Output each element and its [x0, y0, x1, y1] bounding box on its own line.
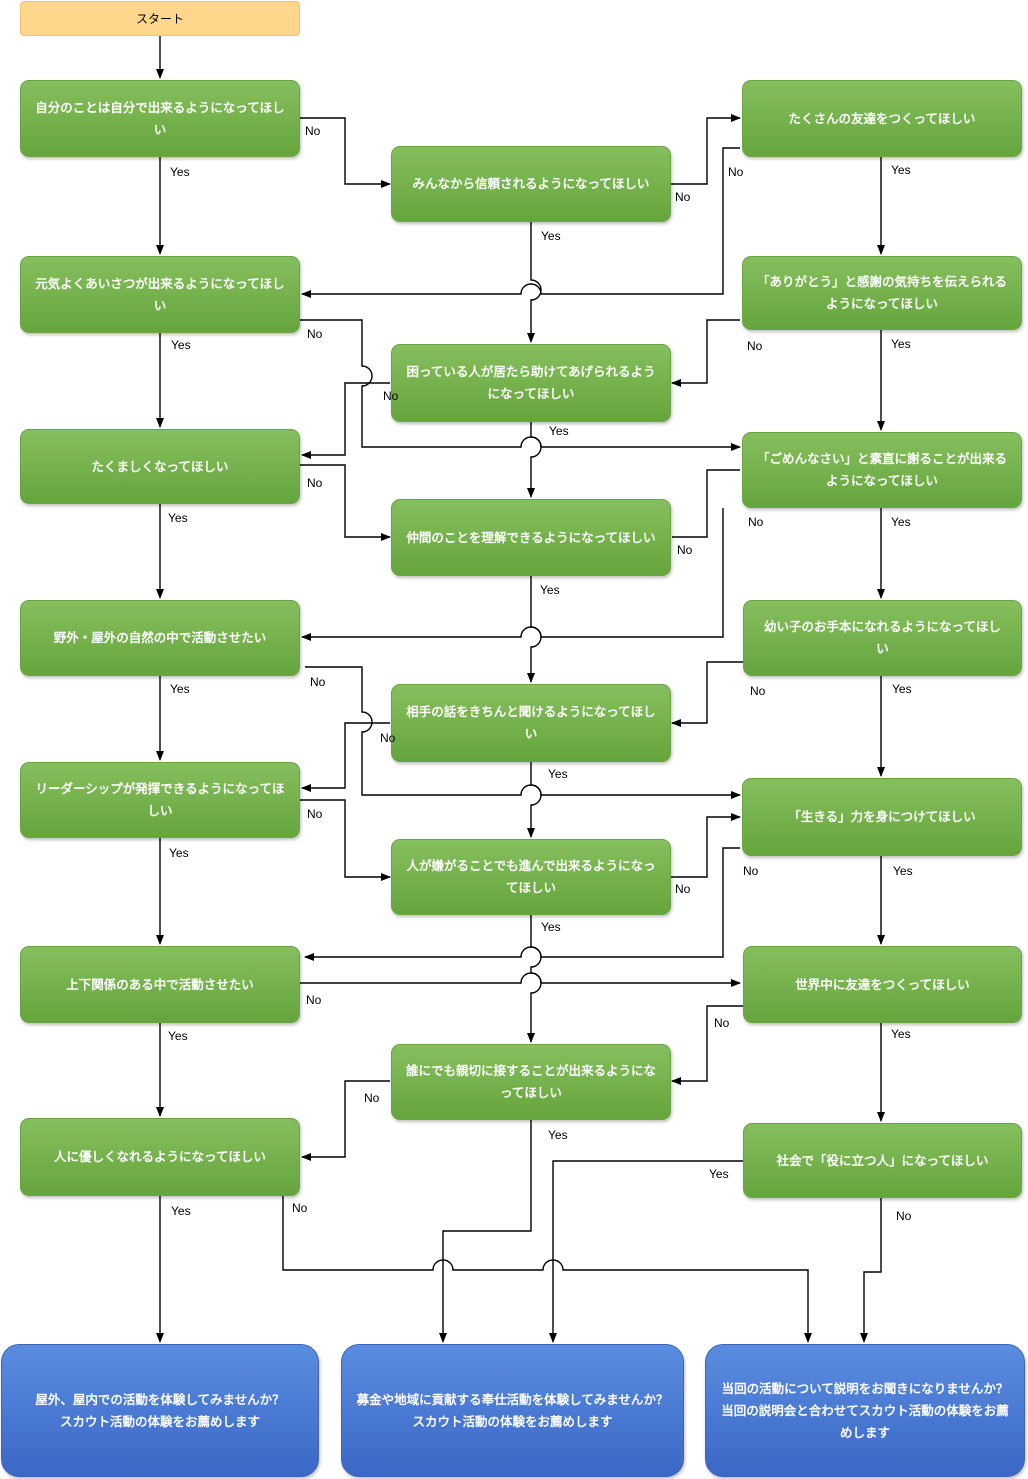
question-kindness[interactable]: 人に優しくなれるようになってほしい	[20, 1118, 300, 1196]
edge-label-no: No	[748, 515, 764, 529]
question-understand-friends[interactable]: 仲間のことを理解できるようになってほしい	[391, 499, 671, 576]
result-outdoor-indoor[interactable]: 屋外、屋内での活動を体験してみませんか？ スカウト活動の体験をお薦めします	[1, 1344, 319, 1477]
edge-label-no: No	[380, 731, 396, 745]
edge-label-yes: Yes	[171, 1204, 191, 1218]
edge-label-no: No	[747, 339, 763, 353]
edge-label-yes: Yes	[540, 583, 560, 597]
edge-label-yes: Yes	[171, 338, 191, 352]
edge-label-no: No	[896, 1209, 912, 1223]
edge-label-no: No	[306, 993, 322, 1007]
question-many-friends[interactable]: たくさんの友達をつくってほしい	[742, 80, 1022, 157]
edge-label-no: No	[728, 165, 744, 179]
edge-label-no: No	[310, 675, 326, 689]
edge-label-no: No	[675, 882, 691, 896]
edge-label-no: No	[307, 476, 323, 490]
question-toughness[interactable]: たくましくなってほしい	[20, 429, 300, 504]
edge-label-yes: Yes	[891, 515, 911, 529]
question-gratitude[interactable]: 「ありがとう」と感謝の気持ちを伝えられるようになってほしい	[742, 256, 1022, 330]
edge-label-no: No	[307, 807, 323, 821]
edge-label-no: No	[750, 684, 766, 698]
edge-label-yes: Yes	[170, 165, 190, 179]
result-community-service-line2: スカウト活動の体験をお薦めします	[412, 1413, 613, 1429]
question-self-reliance[interactable]: 自分のことは自分で出来るようになってほしい	[20, 80, 300, 157]
result-briefing-line1: 当回の活動について説明をお聞きになりませんか？	[721, 1380, 1009, 1396]
edge-label-yes: Yes	[169, 846, 189, 860]
question-listen[interactable]: 相手の話をきちんと聞けるようになってほしい	[391, 684, 671, 762]
result-community-service[interactable]: 募金や地域に貢献する奉仕活動を体験してみませんか？ スカウト活動の体験をお薦めし…	[341, 1344, 684, 1477]
edge-label-no: No	[383, 389, 399, 403]
edge-label-no: No	[292, 1201, 308, 1215]
edge-label-no: No	[305, 124, 321, 138]
question-help-others[interactable]: 困っている人が居たら助けてあげられるようになってほしい	[391, 344, 671, 422]
edge-label-yes: Yes	[168, 511, 188, 525]
edge-label-no: No	[675, 190, 691, 204]
edge-label-no: No	[364, 1091, 380, 1105]
question-leadership[interactable]: リーダーシップが発揮できるようになってほしい	[20, 762, 300, 838]
edge-label-yes: Yes	[892, 682, 912, 696]
question-greeting[interactable]: 元気よくあいさつが出来るようになってほしい	[20, 256, 300, 333]
question-unpleasant-tasks[interactable]: 人が嫌がることでも進んで出来るようになってほしい	[391, 839, 671, 915]
question-be-kind-to-all[interactable]: 誰にでも親切に接することが出来るようになってほしい	[391, 1044, 671, 1120]
edge-label-yes: Yes	[891, 337, 911, 351]
question-outdoor-nature[interactable]: 野外・屋外の自然の中で活動させたい	[20, 600, 300, 676]
question-hierarchy[interactable]: 上下関係のある中で活動させたい	[20, 946, 300, 1023]
edge-label-yes: Yes	[168, 1029, 188, 1043]
question-life-skills[interactable]: 「生きる」力を身につけてほしい	[742, 778, 1022, 856]
question-world-friends[interactable]: 世界中に友達をつくってほしい	[743, 946, 1022, 1023]
edge-label-no: No	[743, 864, 759, 878]
question-role-model[interactable]: 幼い子のお手本になれるようになってほしい	[743, 600, 1022, 676]
edge-label-no: No	[714, 1016, 730, 1030]
result-briefing-line2: 当回の説明会と合わせてスカウト活動の体験をお薦めします	[721, 1402, 1009, 1440]
edge-label-yes: Yes	[170, 682, 190, 696]
result-briefing[interactable]: 当回の活動について説明をお聞きになりませんか？ 当回の説明会と合わせてスカウト活…	[705, 1344, 1025, 1477]
edge-label-yes: Yes	[891, 1027, 911, 1041]
result-outdoor-indoor-line1: 屋外、屋内での活動を体験してみませんか？	[35, 1391, 285, 1407]
result-community-service-line1: 募金や地域に貢献する奉仕活動を体験してみませんか？	[356, 1391, 669, 1407]
result-outdoor-indoor-line2: スカウト活動の体験をお薦めします	[59, 1413, 260, 1429]
edge-label-yes: Yes	[548, 767, 568, 781]
start-node[interactable]: スタート	[20, 1, 300, 36]
edge-label-yes: Yes	[709, 1167, 729, 1181]
question-apologize[interactable]: 「ごめんなさい」と素直に謝ることが出来るようになってほしい	[742, 432, 1022, 508]
edge-label-no: No	[307, 327, 323, 341]
edge-label-yes: Yes	[541, 229, 561, 243]
edge-label-no: No	[677, 543, 693, 557]
edge-label-yes: Yes	[891, 163, 911, 177]
question-trusted[interactable]: みんなから信頼されるようになってほしい	[391, 146, 671, 222]
edge-label-yes: Yes	[548, 1128, 568, 1142]
edge-label-yes: Yes	[549, 424, 569, 438]
edge-label-yes: Yes	[893, 864, 913, 878]
edge-label-yes: Yes	[541, 920, 561, 934]
question-useful-to-society[interactable]: 社会で「役に立つ人」になってほしい	[743, 1123, 1022, 1198]
